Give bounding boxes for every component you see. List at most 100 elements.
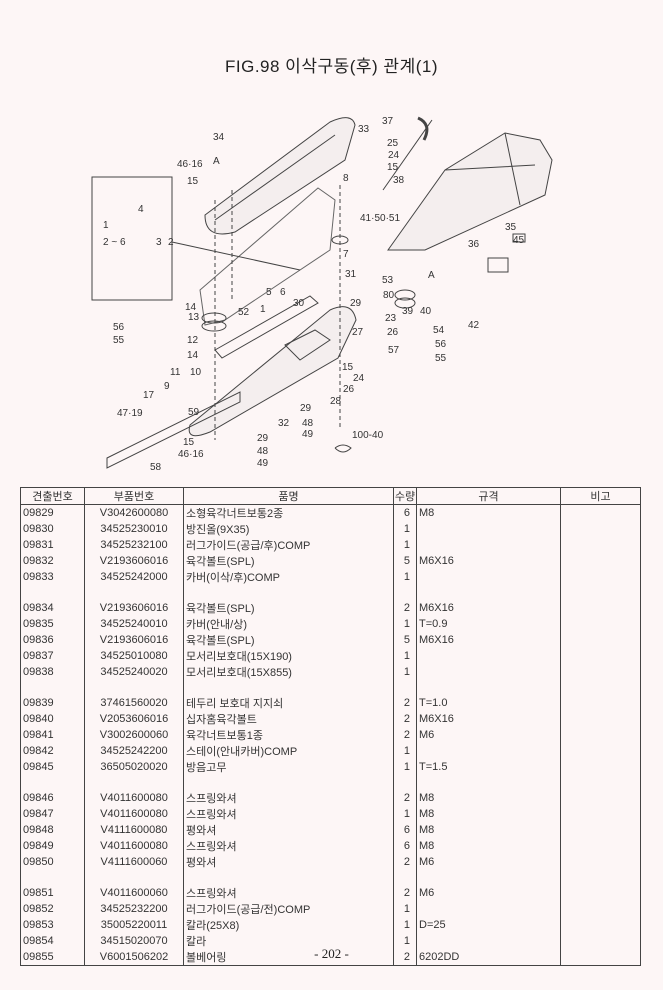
callout-label: 26: [387, 327, 399, 338]
cell-index-no: 09835: [20, 616, 85, 632]
empty-cell: [560, 680, 641, 695]
empty-cell: [393, 870, 417, 885]
cell-part-name: 십자홈육각볼트: [183, 711, 394, 727]
callout-label: 34: [213, 132, 225, 143]
callout-label: 52: [238, 307, 250, 318]
cell-quantity: 1: [393, 759, 417, 775]
callout-label: 54: [433, 325, 445, 336]
header-part-name: 품명: [183, 487, 394, 505]
cell-quantity: 2: [393, 711, 417, 727]
cell-spec: [416, 648, 561, 664]
cell-index-no: 09855: [20, 949, 85, 966]
callout-label: A: [428, 270, 435, 281]
callout-label: 100-40: [352, 430, 384, 441]
empty-cell: [183, 775, 394, 790]
cell-remarks: [560, 838, 641, 854]
spacer-row: [20, 585, 641, 600]
callout-label: 46·16: [177, 159, 203, 170]
cell-quantity: 1: [393, 743, 417, 759]
cell-part-no: V6001506202: [84, 949, 184, 966]
cell-remarks: [560, 885, 641, 901]
cell-part-name: 카버(이삭/후)COMP: [183, 569, 394, 585]
callout-label: 55: [435, 353, 447, 364]
cell-index-no: 09842: [20, 743, 85, 759]
cell-quantity: 5: [393, 553, 417, 569]
cell-index-no: 09838: [20, 664, 85, 680]
empty-cell: [416, 585, 561, 600]
callout-label: 56: [435, 339, 447, 350]
cell-quantity: 1: [393, 917, 417, 933]
callout-label: 2 ~ 6: [103, 237, 126, 248]
cell-quantity: 1: [393, 664, 417, 680]
cell-quantity: 1: [393, 616, 417, 632]
cell-part-no: 34525240020: [84, 664, 184, 680]
figure-title: FIG.98 이삭구동(후) 관계(1): [225, 57, 438, 76]
empty-cell: [20, 680, 85, 695]
cell-part-no: V4011600080: [84, 838, 184, 854]
cell-part-name: 평와셔: [183, 854, 394, 870]
cell-part-name: 볼베어링: [183, 949, 394, 966]
callout-label: 1: [103, 220, 109, 231]
table-header-row: 견출번호 부품번호 품명 수량 규격 비고: [20, 487, 641, 505]
empty-cell: [183, 680, 394, 695]
cell-spec: T=0.9: [416, 616, 561, 632]
callout-label: 57: [388, 345, 400, 356]
cell-index-no: 09851: [20, 885, 85, 901]
empty-cell: [416, 680, 561, 695]
cell-part-no: 34525242200: [84, 743, 184, 759]
callout-label: 7: [343, 249, 349, 260]
callout-label: 24: [353, 373, 365, 384]
cell-part-no: 36505020020: [84, 759, 184, 775]
callout-label: 24: [388, 150, 400, 161]
callout-label: 30: [293, 298, 305, 309]
cell-index-no: 09847: [20, 806, 85, 822]
cell-part-name: 스프링와셔: [183, 806, 394, 822]
cell-part-name: 러그가이드(공급/전)COMP: [183, 901, 394, 917]
cell-part-no: 34525242000: [84, 569, 184, 585]
empty-cell: [416, 870, 561, 885]
cell-spec: T=1.0: [416, 695, 561, 711]
cell-spec: M8: [416, 504, 561, 521]
callout-label: 5: [266, 287, 272, 298]
cell-part-no: 37461560020: [84, 695, 184, 711]
callout-label: 28: [330, 396, 342, 407]
callout-label: 58: [150, 462, 162, 473]
callout-label: 15: [342, 362, 354, 373]
cell-spec: M6X16: [416, 632, 561, 648]
callout-label: 4: [138, 204, 144, 215]
cell-part-name: 평와셔: [183, 822, 394, 838]
empty-cell: [393, 680, 417, 695]
callout-label: 39: [402, 306, 414, 317]
empty-cell: [183, 870, 394, 885]
callout-label: 49: [302, 429, 314, 440]
callout-label: 55: [113, 335, 125, 346]
cell-spec: M8: [416, 822, 561, 838]
cell-remarks: [560, 790, 641, 806]
cell-part-name: 칼라(25X8): [183, 917, 394, 933]
cell-quantity: 2: [393, 600, 417, 616]
cell-remarks: [560, 806, 641, 822]
callout-label: 48: [302, 418, 314, 429]
cell-quantity: 6: [393, 838, 417, 854]
cell-part-no: V2193606016: [84, 553, 184, 569]
cell-remarks: [560, 743, 641, 759]
cell-index-no: 09845: [20, 759, 85, 775]
callout-label: 56: [113, 322, 125, 333]
header-remarks: 비고: [560, 487, 641, 505]
callout-label: 23: [385, 313, 397, 324]
cell-remarks: [560, 537, 641, 553]
empty-cell: [393, 585, 417, 600]
callout-label: 38: [393, 175, 405, 186]
cell-part-no: V3002600060: [84, 727, 184, 743]
callout-label: 29: [350, 298, 362, 309]
